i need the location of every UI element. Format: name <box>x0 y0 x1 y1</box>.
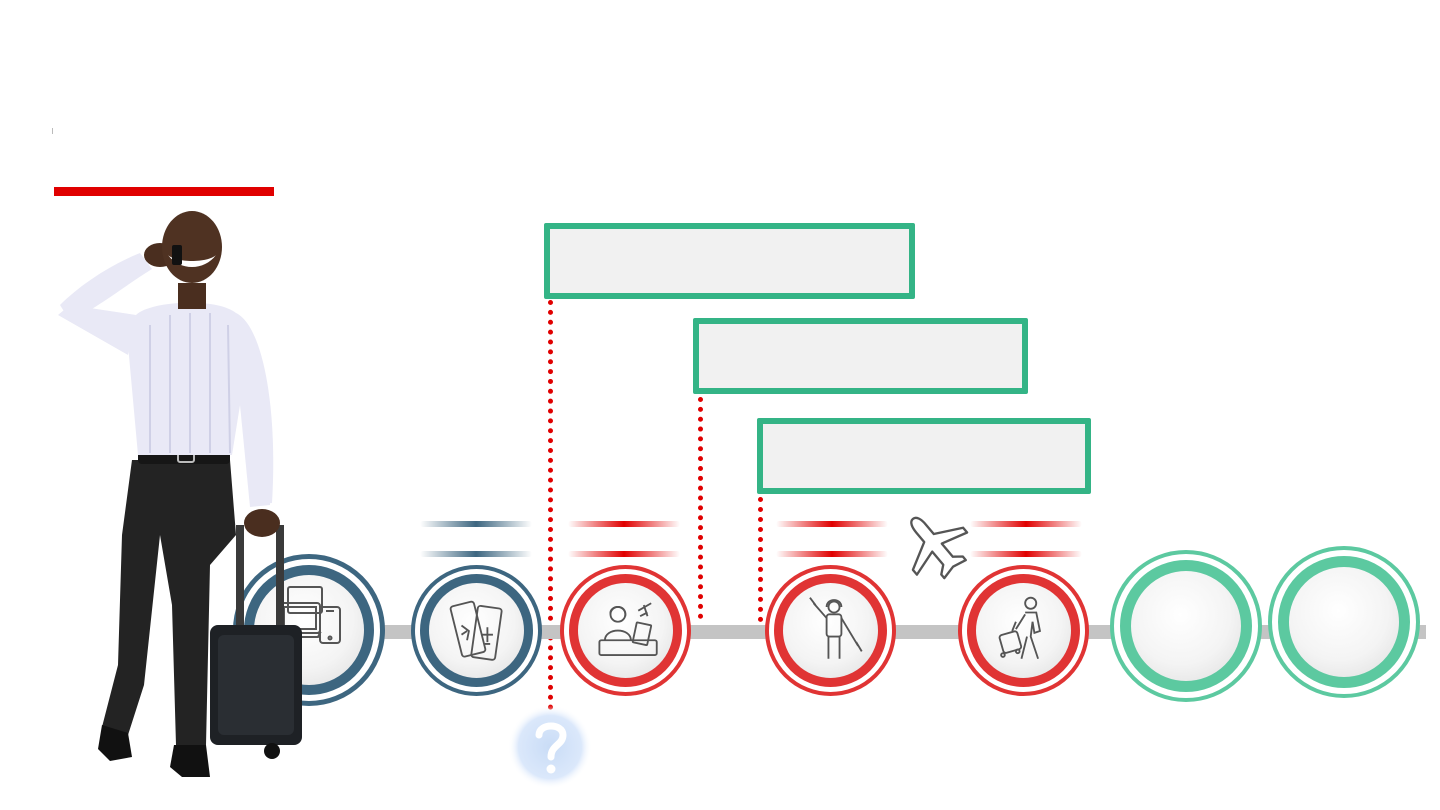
check-in-agent-icon <box>598 602 658 656</box>
dash-red-3-bottom <box>970 551 1082 557</box>
stage-boarding-pass[interactable] <box>411 565 542 696</box>
connector-line-2 <box>698 397 703 619</box>
callout-box-3 <box>757 418 1091 494</box>
title-underline <box>54 187 274 196</box>
dash-blue-bottom <box>420 551 532 557</box>
connector-line-1 <box>548 300 553 710</box>
suitcase <box>210 525 302 759</box>
dash-red-2-top <box>776 521 888 527</box>
ground-crew-icon <box>809 597 863 659</box>
question-mark-icon <box>508 705 592 789</box>
stage-empty-2[interactable] <box>1268 546 1420 698</box>
dash-red-1-bottom <box>568 551 680 557</box>
airplane-icon <box>910 516 969 580</box>
dash-red-3-top <box>970 521 1082 527</box>
callout-box-1 <box>544 223 915 299</box>
dash-red-1-top <box>568 521 680 527</box>
connector-line-3 <box>758 497 763 632</box>
dash-blue-top <box>420 521 532 527</box>
header-tick <box>52 128 53 134</box>
stage-traveler[interactable] <box>958 565 1089 696</box>
boarding-pass-icon <box>449 600 503 661</box>
traveler-luggage-icon <box>998 596 1042 660</box>
stage-ground-crew[interactable] <box>765 565 896 696</box>
stage-empty-1[interactable] <box>1110 550 1262 702</box>
stage-check-in-desk[interactable] <box>560 565 691 696</box>
dash-red-2-bottom <box>776 551 888 557</box>
callout-box-2 <box>693 318 1028 394</box>
businessman-photo <box>58 211 302 777</box>
